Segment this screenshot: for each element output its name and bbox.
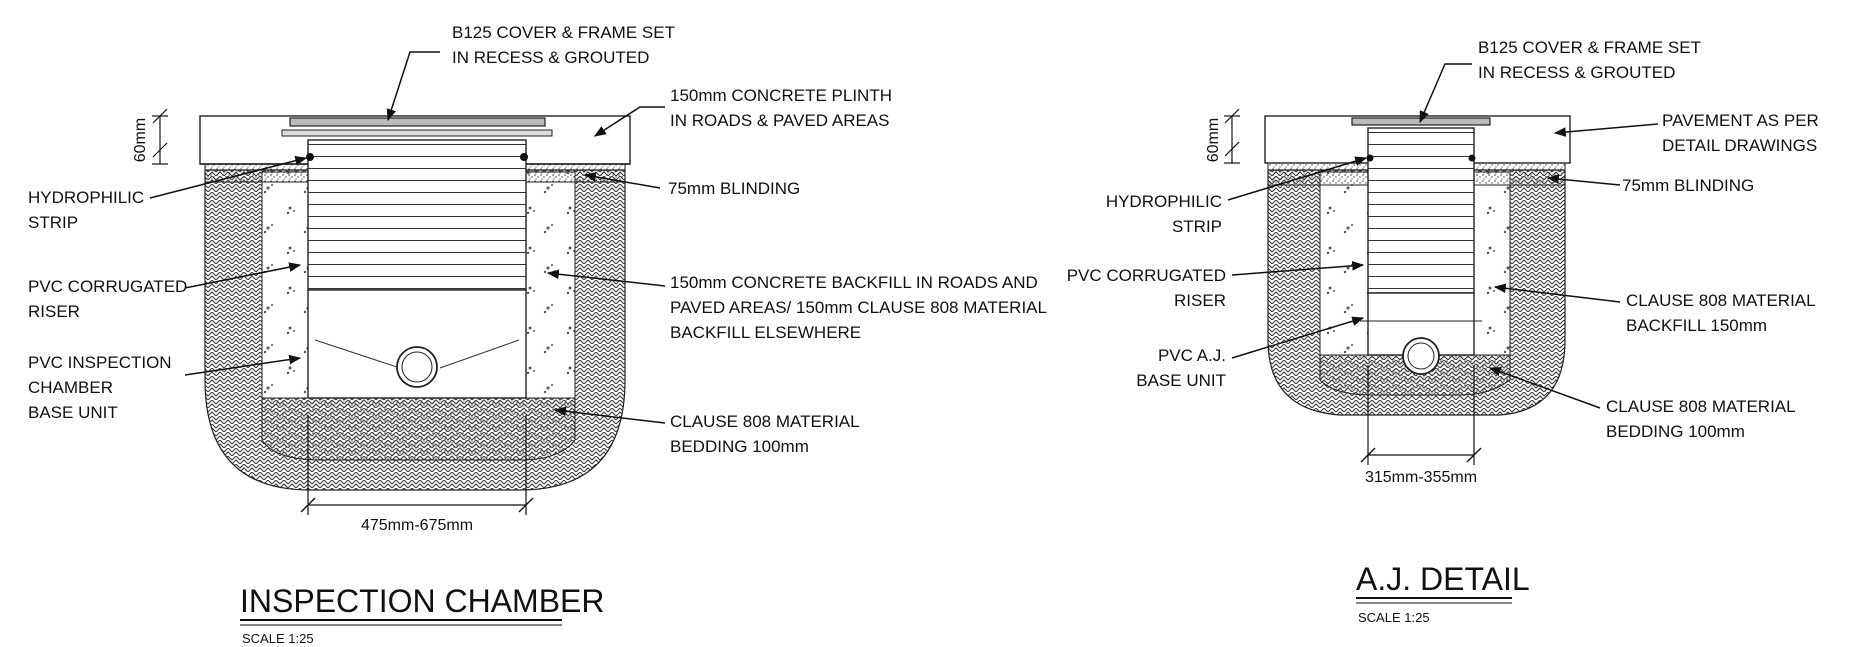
label-blinding: 75mm BLINDING xyxy=(1622,176,1754,195)
label-pavement-line-2: DETAIL DRAWINGS xyxy=(1662,136,1817,155)
label-base-line-2: BASE UNIT xyxy=(1136,371,1226,390)
inspection-chamber-labels: B125 COVER & FRAME SET IN RECESS & GROUT… xyxy=(28,23,1047,646)
width-dimension: 475mm-675mm xyxy=(361,517,473,534)
label-cover-line-2: IN RECESS & GROUTED xyxy=(1478,63,1675,82)
label-base-line-1: PVC A.J. xyxy=(1158,346,1226,365)
label-bedding-line-2: BEDDING 100mm xyxy=(670,437,809,456)
label-backfill-line-1: CLAUSE 808 MATERIAL xyxy=(1626,291,1816,310)
label-cover-line-2: IN RECESS & GROUTED xyxy=(452,48,649,67)
aj-detail-labels: B125 COVER & FRAME SET IN RECESS & GROUT… xyxy=(1067,38,1819,625)
label-plinth-line-1: 150mm CONCRETE PLINTH xyxy=(670,86,892,105)
label-bedding-line-1: CLAUSE 808 MATERIAL xyxy=(670,412,860,431)
label-plinth-line-2: IN ROADS & PAVED AREAS xyxy=(670,111,890,130)
outlet-pipe xyxy=(396,346,438,388)
depth-dimension: 60mm xyxy=(132,118,149,162)
label-bedding-line-1: CLAUSE 808 MATERIAL xyxy=(1606,397,1796,416)
label-cover-line-1: B125 COVER & FRAME SET xyxy=(452,23,675,42)
aj-detail-drawing xyxy=(1224,63,1659,465)
label-riser-line-1: PVC CORRUGATED xyxy=(1067,266,1226,285)
inspection-chamber-drawing xyxy=(149,51,666,515)
width-dimension: 315mm-355mm xyxy=(1365,469,1477,486)
label-blinding: 75mm BLINDING xyxy=(668,179,800,198)
drawing-scale: SCALE 1:25 xyxy=(242,631,314,646)
drawing-title: A.J. DETAIL xyxy=(1356,561,1530,597)
label-hydrophilic-line-2: STRIP xyxy=(28,213,78,232)
label-bedding-line-2: BEDDING 100mm xyxy=(1606,422,1745,441)
hydrophilic-strip xyxy=(306,153,314,161)
bedding-layer xyxy=(261,397,576,461)
label-base-line-2: CHAMBER xyxy=(28,378,113,397)
label-riser-line-2: RISER xyxy=(1174,291,1226,310)
label-base-line-3: BASE UNIT xyxy=(28,403,118,422)
label-riser-line-1: PVC CORRUGATED xyxy=(28,277,187,296)
label-backfill-line-1: 150mm CONCRETE BACKFILL IN ROADS AND xyxy=(670,273,1038,292)
label-hydrophilic-line-1: HYDROPHILIC xyxy=(1106,192,1222,211)
label-backfill-line-2: PAVED AREAS/ 150mm CLAUSE 808 MATERIAL xyxy=(670,298,1047,317)
depth-dimension: 60mm xyxy=(1205,118,1222,162)
cover-frame xyxy=(289,117,546,127)
label-hydrophilic-line-1: HYDROPHILIC xyxy=(28,188,144,207)
label-hydrophilic-line-2: STRIP xyxy=(1172,217,1222,236)
label-pavement-line-1: PAVEMENT AS PER xyxy=(1662,111,1819,130)
label-riser-line-2: RISER xyxy=(28,302,80,321)
drawing-scale: SCALE 1:25 xyxy=(1358,610,1430,625)
label-backfill-line-2: BACKFILL 150mm xyxy=(1626,316,1767,335)
drawing-title: INSPECTION CHAMBER xyxy=(240,583,604,619)
label-backfill-line-3: BACKFILL ELSEWHERE xyxy=(670,323,861,342)
hydrophilic-strip xyxy=(1366,154,1374,162)
label-base-line-1: PVC INSPECTION xyxy=(28,353,172,372)
label-cover-line-1: B125 COVER & FRAME SET xyxy=(1478,38,1701,57)
